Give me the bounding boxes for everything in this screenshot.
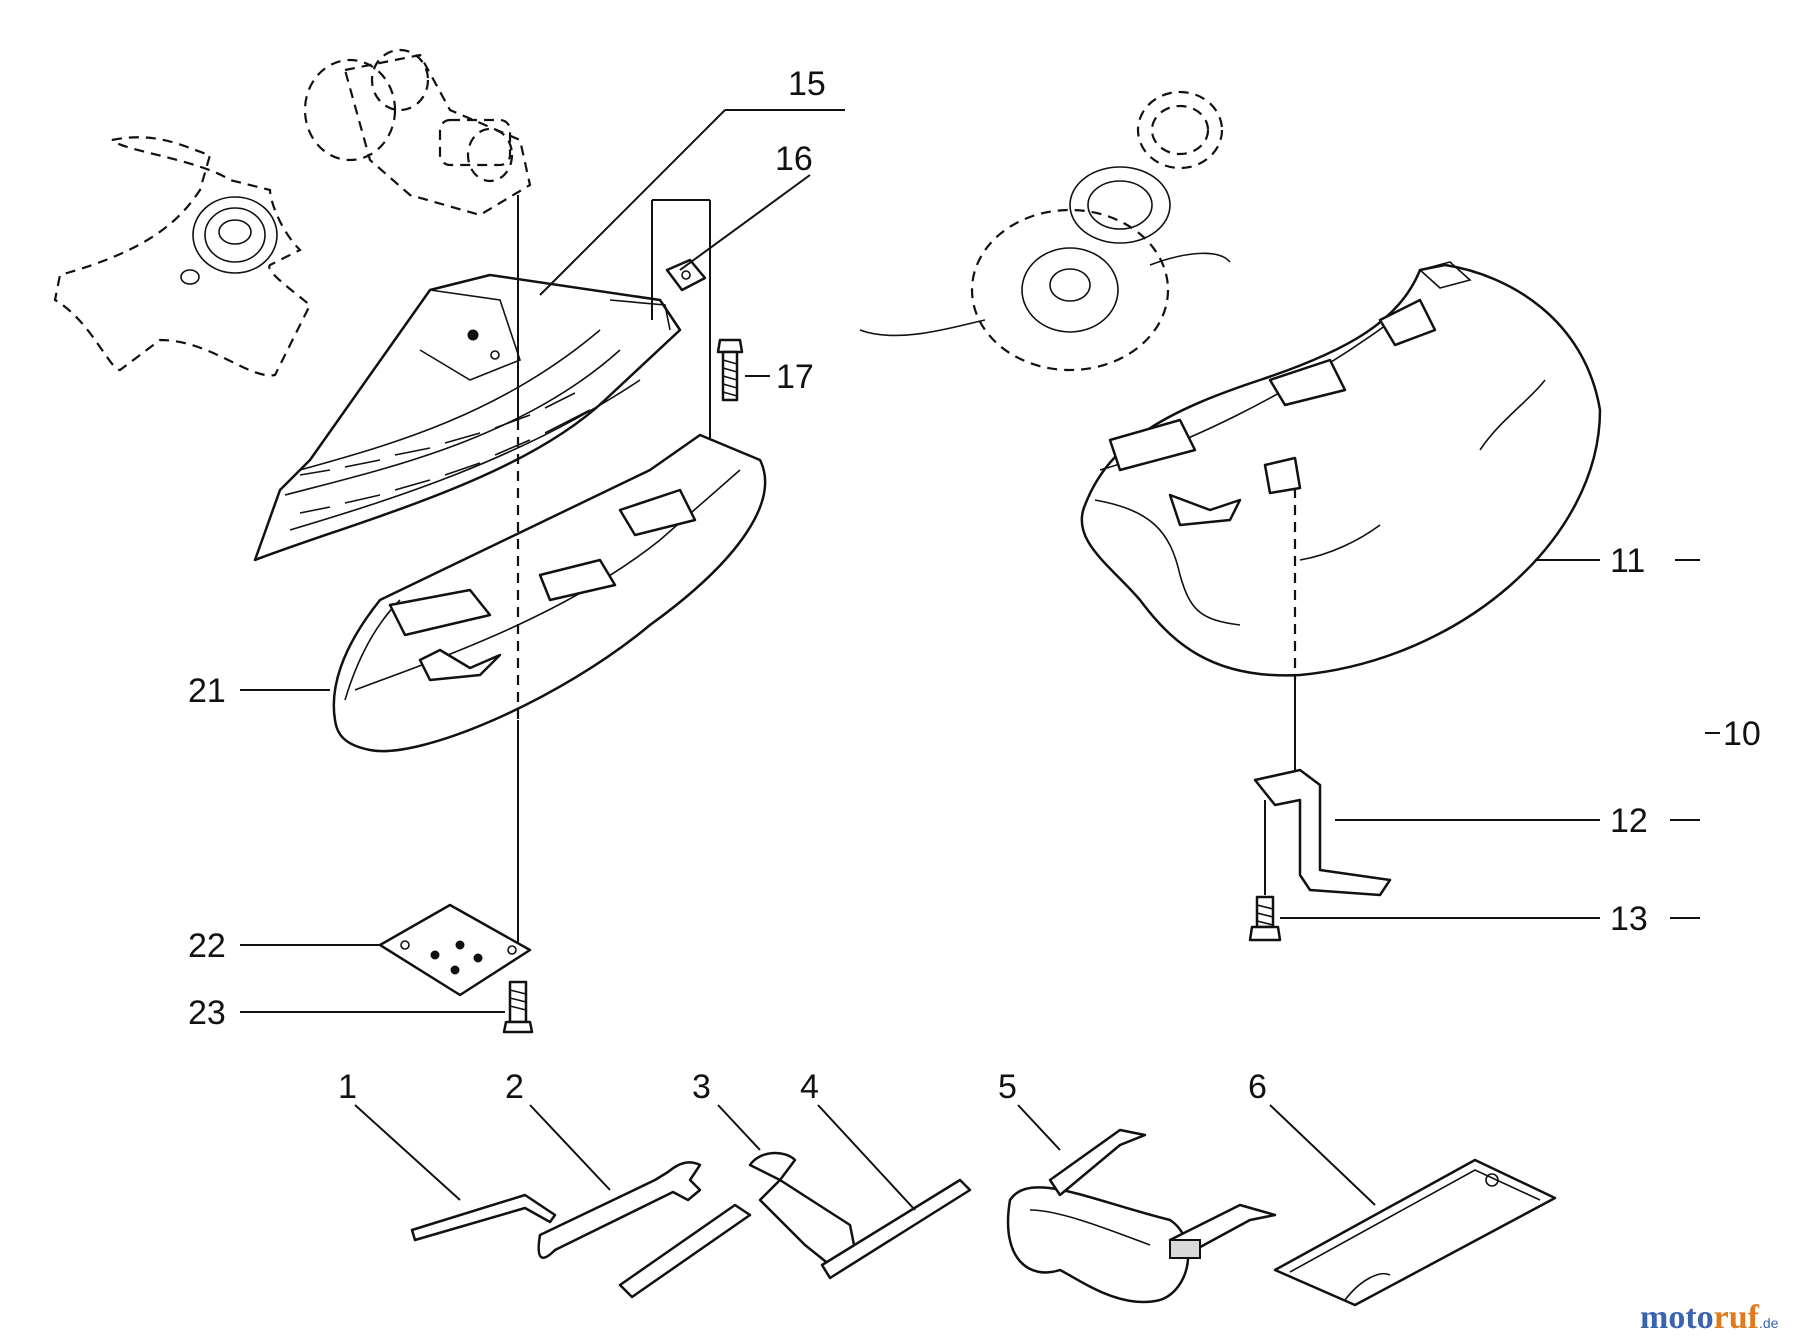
guard-21 (332, 433, 767, 753)
callout-1: 1 (338, 1068, 357, 1106)
callout-10: 10 (1723, 715, 1761, 753)
callout-2: 2 (505, 1068, 524, 1106)
blade-phantom (53, 136, 312, 377)
guard-plate-15 (253, 273, 682, 562)
callout-23: 23 (188, 994, 226, 1032)
bolt-17 (716, 338, 744, 402)
callout-13: 13 (1610, 900, 1648, 938)
hex-key-1 (410, 1193, 557, 1242)
callout-21: 21 (188, 672, 226, 710)
spool-head-phantom (859, 90, 1231, 372)
bolt-13 (1248, 800, 1282, 942)
bracket-12 (1253, 768, 1392, 897)
leader-lines (240, 109, 1720, 1211)
manual-6 (1273, 1158, 1557, 1307)
plate-22 (378, 903, 532, 997)
gear-head-phantom (303, 48, 532, 217)
blade-hub (180, 196, 278, 285)
callout-4: 4 (800, 1068, 819, 1106)
clip-nut-16 (665, 258, 707, 292)
watermark-logo: motoruf.de (1640, 1299, 1779, 1336)
callout-12: 12 (1610, 802, 1648, 840)
callout-5: 5 (998, 1068, 1017, 1106)
callout-15: 15 (788, 65, 826, 103)
goggles-5 (1006, 1128, 1277, 1304)
svg-text:motoruf.de: motoruf.de (1640, 1299, 1779, 1336)
callout-22: 22 (188, 927, 226, 965)
guard-11 (1080, 261, 1602, 677)
callout-6: 6 (1248, 1068, 1267, 1106)
wrench-2 (537, 1161, 702, 1259)
callout-11: 11 (1610, 542, 1645, 580)
bolt-23 (502, 980, 534, 1034)
callout-16: 16 (775, 140, 813, 178)
callout-3: 3 (692, 1068, 711, 1106)
socket-tool-3 (618, 1151, 857, 1299)
callout-17: 17 (776, 358, 814, 396)
